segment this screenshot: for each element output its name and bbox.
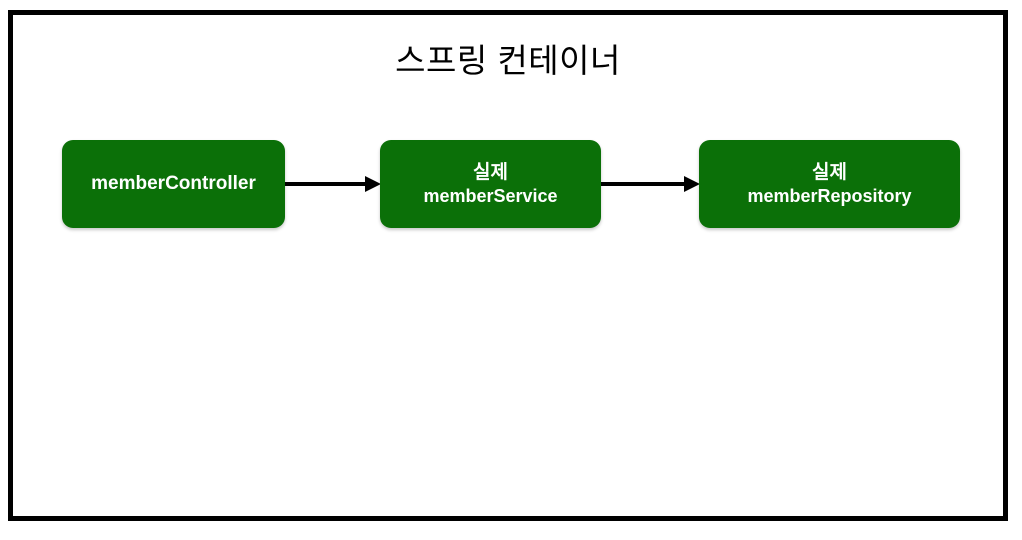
- node-member-repository[interactable]: 실제 memberRepository: [699, 140, 960, 228]
- arrow-controller-to-service-icon: [285, 173, 381, 195]
- arrow-shaft: [285, 182, 367, 186]
- node-member-service[interactable]: 실제 memberService: [380, 140, 601, 228]
- arrow-head-icon: [365, 176, 381, 192]
- node-member-repository-label: memberRepository: [747, 185, 912, 206]
- node-member-service-prefix-label: 실제: [473, 161, 508, 183]
- arrow-shaft: [601, 182, 686, 186]
- node-member-service-label: memberService: [423, 185, 558, 206]
- node-member-repository-prefix-label: 실제: [812, 161, 847, 183]
- node-member-controller[interactable]: memberController: [62, 140, 285, 228]
- container-title: 스프링 컨테이너: [395, 42, 621, 79]
- spring-container-frame: 스프링 컨테이너: [8, 10, 1008, 521]
- arrow-service-to-repository-icon: [601, 173, 700, 195]
- arrow-head-icon: [684, 176, 700, 192]
- node-member-controller-label: memberController: [91, 173, 256, 194]
